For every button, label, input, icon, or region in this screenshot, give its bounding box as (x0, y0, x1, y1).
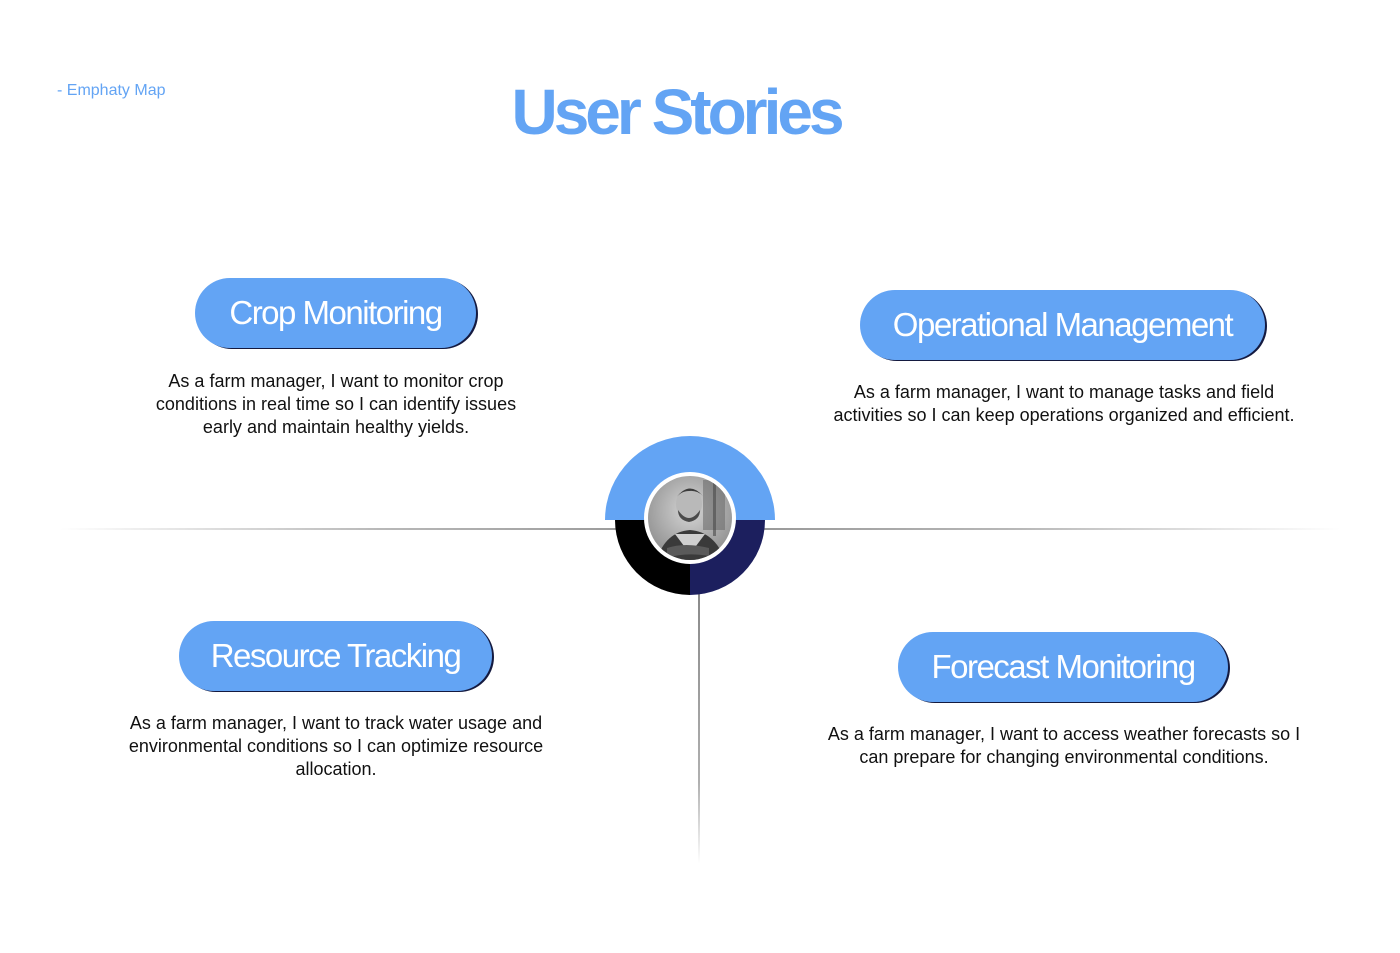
page-title: User Stories (511, 76, 844, 148)
section-tag: - Emphaty Map (57, 82, 166, 99)
story-title-crop-monitoring: Crop Monitoring (195, 278, 476, 348)
story-title-resource-tracking: Resource Tracking (179, 621, 492, 691)
story-text-forecast-monitoring: As a farm manager, I want to access weat… (827, 724, 1301, 767)
user-avatar-photo-icon (648, 476, 732, 560)
story-text-crop-monitoring: As a farm manager, I want to monitor cro… (155, 371, 517, 437)
persona-graphic (605, 436, 775, 595)
story-title-forecast-monitoring: Forecast Monitoring (898, 632, 1228, 702)
vertical-axis-line (698, 592, 700, 864)
story-text-resource-tracking: As a farm manager, I want to track water… (128, 713, 544, 779)
story-text-operational-management: As a farm manager, I want to manage task… (833, 382, 1295, 425)
story-title-operational-management: Operational Management (860, 290, 1265, 360)
